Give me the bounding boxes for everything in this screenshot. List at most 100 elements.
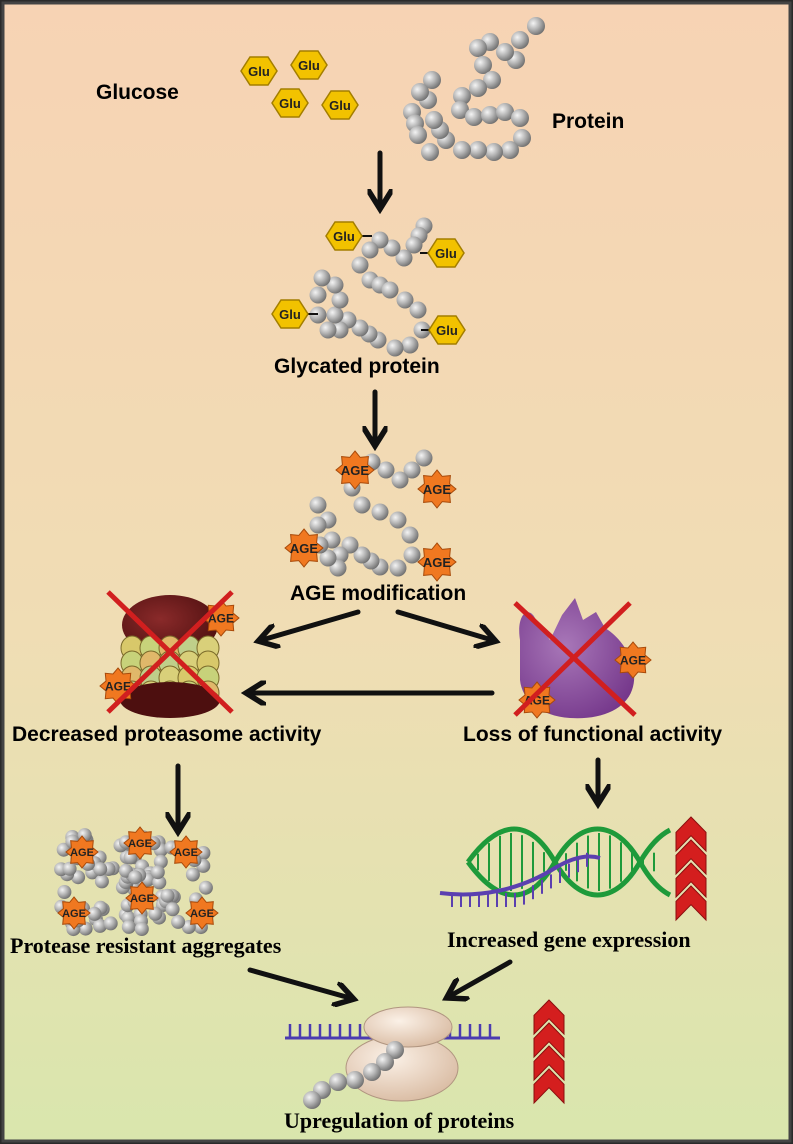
age-star: AGE [99,667,137,705]
bead [485,143,503,161]
glu-text: Glu [333,229,355,244]
bead [501,141,519,159]
bead [421,143,439,161]
bead [198,880,213,895]
bead [371,503,389,521]
bead [453,141,471,159]
age-star: AGE [614,641,652,679]
ribosome-icon [285,1006,500,1102]
bead [313,269,331,287]
bead [361,241,379,259]
arrow-age-to-proteasome [262,609,361,640]
chevron [675,839,707,876]
age-text: AGE [105,680,131,694]
bead [160,888,175,903]
bead [62,861,77,876]
bead [389,511,407,529]
bead [425,111,443,129]
chevron [533,1045,565,1082]
bead [451,101,469,119]
age-text: AGE [62,908,86,920]
age-text: AGE [341,463,370,478]
age-star: AGE [65,835,99,869]
bead [326,306,344,324]
age-text: AGE [128,838,152,850]
glu-text: Glu [436,323,458,338]
arrow-age-to-enzyme [395,609,492,640]
age-text: AGE [423,482,452,497]
glu-text: Glu [279,96,301,111]
bead [496,103,514,121]
age-text: AGE [70,847,94,859]
protein-chain-native [403,17,545,161]
bead [481,106,499,124]
loss-function-label: Loss of functional activity [463,723,723,746]
chevron [675,816,707,853]
bead [411,83,429,101]
bead [87,906,102,921]
bead [496,43,514,61]
age-star: AGE [518,681,556,719]
glu-hexagon: Glu [271,299,309,329]
glu-text: Glu [248,64,270,79]
bead [474,56,492,74]
glucose-label: Glucose [96,81,179,104]
bead [403,546,421,564]
age-text: AGE [174,847,198,859]
proteasome-cross-icon [106,590,234,714]
bead [527,17,545,35]
protease-aggregates-label: Protease resistant aggregates [10,933,282,958]
age-text: AGE [423,555,452,570]
bead [71,870,86,885]
bead [94,874,109,889]
flow-arrows [178,150,598,998]
bead [465,108,483,126]
bead [423,71,441,89]
glu-hexagon: Glu [240,56,278,86]
bead [331,291,349,309]
bead [309,496,327,514]
age-text: AGE [130,893,154,905]
bead [389,559,407,577]
bead [319,549,337,567]
chevron [533,999,565,1036]
bead [377,461,395,479]
chevron [533,1068,565,1105]
bead [309,286,327,304]
arrow-aggregates-to-ribosome [247,967,350,998]
protein-aggregate: AGE AGE AGE AGE AGE AGE [54,826,219,937]
bead [469,39,487,57]
bead [483,71,501,89]
protein-label: Protein [552,110,625,133]
dna-icon [439,826,672,907]
bead [511,109,529,127]
bead [401,336,419,354]
bead [346,1071,364,1089]
bead [153,854,168,869]
age-star: AGE [169,835,203,869]
bead [396,291,414,309]
glu-hexagon: Glu [427,238,465,268]
bead [405,236,423,254]
upregulation-chevrons-icon [675,816,707,922]
bead [103,916,118,931]
glu-text: Glu [435,246,457,261]
decreased-proteasome-label: Decreased proteasome activity [12,723,322,746]
bead [134,922,149,936]
bead [376,1053,394,1071]
age-text: AGE [190,908,214,920]
bead [453,87,471,105]
glu-text: Glu [279,307,301,322]
bead [309,516,327,534]
bead [395,249,413,267]
glu-hexagon: Glu [428,315,466,345]
bead [331,321,349,339]
bead [513,129,531,147]
age-star: AGE [123,826,157,860]
bead [511,31,529,49]
bead [469,79,487,97]
